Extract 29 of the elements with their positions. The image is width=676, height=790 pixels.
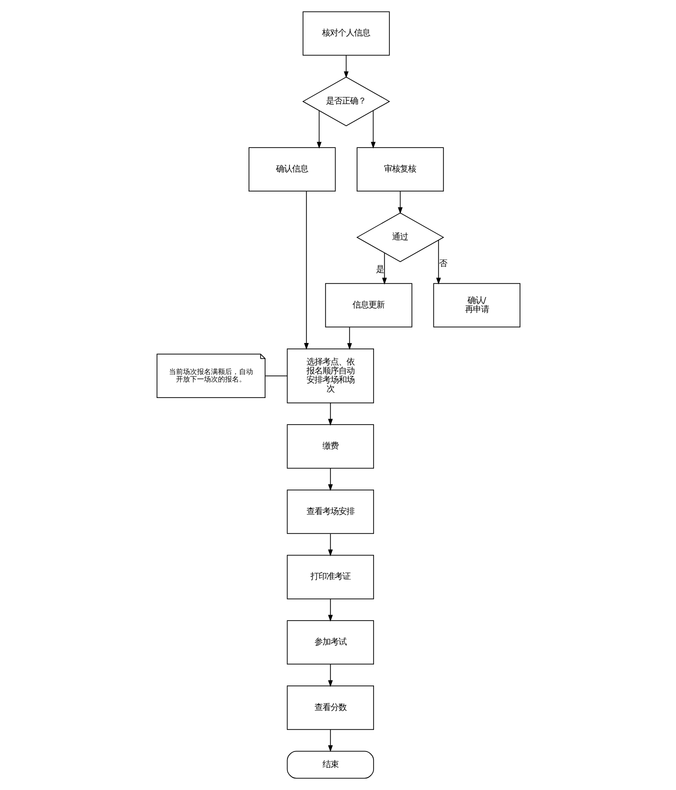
arrow — [316, 110, 322, 149]
arrow — [382, 252, 386, 285]
arrow — [328, 468, 332, 491]
arrow — [397, 190, 402, 214]
connector — [264, 375, 288, 376]
arrow — [328, 598, 332, 622]
node-box: 确认/再申请 — [432, 283, 520, 328]
edge-label: 是 — [375, 264, 384, 274]
arrow — [328, 664, 332, 687]
node-box: 参加考试 — [286, 620, 374, 665]
arrow — [370, 110, 376, 149]
arrow — [328, 533, 332, 556]
arrow — [304, 190, 308, 350]
node-box: 核对个人信息 — [302, 11, 390, 56]
node-box: 缴费 — [286, 424, 374, 469]
arrow — [346, 326, 352, 350]
node-box: 查看分数 — [286, 686, 374, 730]
arrow — [328, 729, 332, 752]
node-box: 信息更新 — [324, 283, 412, 328]
node-box: 结束 — [286, 750, 374, 779]
arrow — [328, 402, 332, 426]
arrow — [436, 240, 440, 284]
arrow — [343, 55, 348, 78]
node-box: 选择考点、依报名顺序自动安排考场和场次 — [286, 348, 374, 404]
node-box: 确认信息 — [248, 147, 336, 192]
node-diamond: 是否正确？ — [302, 76, 390, 126]
node-box: 查看考场安排 — [286, 490, 374, 534]
node-box: 审核复核 — [356, 147, 444, 192]
node-box: 打印准考证 — [286, 554, 374, 600]
